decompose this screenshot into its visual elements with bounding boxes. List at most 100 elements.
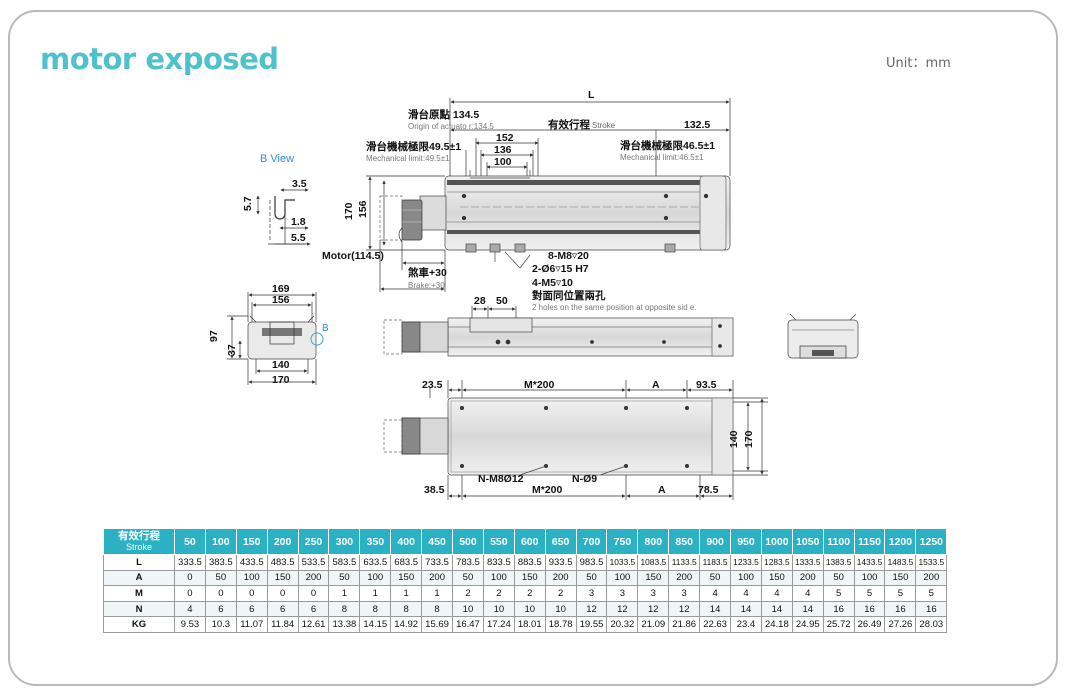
page-title: motor exposed — [40, 42, 279, 76]
table-cell: 24.95 — [791, 616, 824, 633]
table-cell: 10 — [482, 600, 515, 618]
table-cell: 983.5 — [575, 554, 608, 571]
table-cell: 26.49 — [853, 616, 886, 633]
table-cell: 150 — [390, 569, 423, 587]
table-cell: 16 — [853, 600, 886, 618]
table-cell: 1 — [328, 585, 361, 602]
table-cell: 50 — [328, 569, 361, 587]
table-cell: 14.92 — [390, 616, 423, 633]
dim-motor: Motor(114.5) — [322, 250, 384, 262]
table-cell: 12 — [637, 600, 670, 618]
table-cell: 4 — [174, 600, 206, 618]
dim-156: 156 — [272, 294, 290, 306]
table-cell: 200 — [915, 569, 948, 587]
table-cell: 1233.5 — [730, 554, 762, 571]
table-cell: 8 — [359, 600, 392, 618]
dim-b35: 3.5 — [292, 178, 307, 190]
stroke-header-cell: 750 — [606, 528, 639, 555]
table-cell: 333.5 — [174, 554, 206, 571]
dim-152: 152 — [496, 132, 514, 144]
dim-brake: 煞車+30 — [408, 266, 447, 279]
table-cell: 5 — [884, 585, 917, 602]
dim-37: 37 — [226, 344, 238, 356]
dim-m200-b: M*200 — [532, 484, 563, 496]
dim-m200: M*200 — [524, 379, 555, 391]
table-cell: 533.5 — [297, 554, 330, 571]
b-marker-label: B — [322, 323, 329, 334]
dim-nm8: N-M8Ø12 — [478, 473, 524, 485]
dim-A: A — [652, 379, 660, 391]
dim-mech-left: 滑台機械極限49.5±1 — [366, 140, 461, 153]
dim-origin-en: Origin of actuato r:134.5 — [408, 122, 494, 131]
table-cell: 3 — [606, 585, 639, 602]
stroke-header-cell: 650 — [544, 528, 577, 555]
table-cell: 9.53 — [174, 616, 206, 633]
table-cell: 1083.5 — [637, 554, 670, 571]
table-cell: 633.5 — [359, 554, 392, 571]
table-cell: 933.5 — [544, 554, 577, 571]
dim-phi6: 2-Ø6▿15 H7 — [532, 263, 589, 275]
table-cell: 22.63 — [699, 616, 732, 633]
stroke-header-cell: 1150 — [853, 528, 886, 555]
dim-L: L — [588, 89, 595, 101]
stroke-header-cell: 900 — [699, 528, 732, 555]
stroke-header-cell: 1050 — [791, 528, 824, 555]
table-cell: 0 — [174, 569, 206, 587]
table-cell: 433.5 — [235, 554, 268, 571]
table-cell: 10.3 — [204, 616, 237, 633]
table-cell: 4 — [791, 585, 824, 602]
table-cell: 100 — [235, 569, 268, 587]
table-cell: 100 — [606, 569, 639, 587]
table-cell: 16 — [915, 600, 948, 618]
table-cell: 1483.5 — [884, 554, 917, 571]
dim-28: 28 — [474, 295, 486, 307]
table-cell: 50 — [575, 569, 608, 587]
dim-b57: 5.7 — [242, 196, 254, 211]
table-cell: 483.5 — [266, 554, 299, 571]
table-cell: 21.86 — [668, 616, 701, 633]
dim-23-5: 23.5 — [422, 379, 443, 391]
table-cell: 21.09 — [637, 616, 670, 633]
stroke-header-cell: 200 — [266, 528, 299, 555]
table-cell: 200 — [791, 569, 824, 587]
table-cell: 150 — [266, 569, 299, 587]
table-cell: 883.5 — [513, 554, 546, 571]
stroke-header-cell: 450 — [421, 528, 454, 555]
table-cell: 3 — [637, 585, 670, 602]
table-cell: 150 — [884, 569, 917, 587]
front-view — [227, 292, 324, 385]
table-cell: 14.15 — [359, 616, 392, 633]
stroke-header-cell: 550 — [482, 528, 515, 555]
stroke-header-cell: 1100 — [822, 528, 855, 555]
table-cell: 3 — [575, 585, 608, 602]
table-cell: 1283.5 — [760, 554, 793, 571]
table-cell: 14 — [699, 600, 732, 618]
table-cell: 4 — [760, 585, 793, 602]
table-cell: 200 — [668, 569, 701, 587]
table-cell: 583.5 — [328, 554, 361, 571]
table-cell: 0 — [235, 585, 268, 602]
dim-mech-left-en: Mechanical limit:49.5±1 — [366, 154, 450, 163]
dim-170: 170 — [272, 374, 290, 386]
dim-v170: 170 — [343, 202, 355, 220]
table-cell: 17.24 — [482, 616, 515, 633]
dim-78-5: 78.5 — [698, 484, 719, 496]
stroke-header-cell: 100 — [204, 528, 237, 555]
dim-38-5: 38.5 — [424, 484, 445, 496]
table-cell: 25.72 — [822, 616, 855, 633]
dim-140-b: 140 — [728, 430, 740, 448]
dim-mech-right: 滑台機械極限46.5±1 — [620, 139, 715, 152]
end-view — [787, 313, 859, 359]
table-cell: 0 — [297, 585, 330, 602]
b-view-label: B View — [260, 153, 294, 165]
unit-label: Unit：mm — [886, 56, 951, 71]
dim-100: 100 — [494, 156, 512, 168]
table-cell: 150 — [637, 569, 670, 587]
table-cell: 12 — [606, 600, 639, 618]
